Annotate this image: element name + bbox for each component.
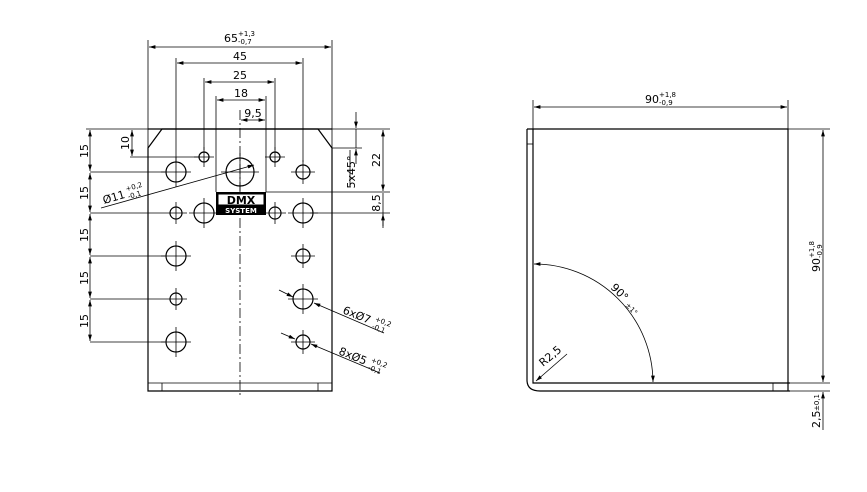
svg-text:10: 10 [119, 136, 132, 150]
svg-text:15: 15 [78, 271, 91, 285]
dim-thickness: 2,5 [810, 411, 823, 429]
svg-text:+1,3: +1,3 [238, 30, 255, 38]
holes [161, 147, 318, 357]
svg-text:6xØ7: 6xØ7 [341, 304, 373, 327]
right-dimensions: 5x45° 22 8,5 6xØ7 +0,2 -0,1 8xØ5 +0,2 -0… [266, 112, 392, 376]
svg-text:DMX: DMX [227, 194, 256, 207]
svg-text:SYSTEM: SYSTEM [225, 207, 257, 215]
svg-text:8,5: 8,5 [370, 194, 383, 212]
svg-text:-0,9: -0,9 [816, 244, 824, 258]
svg-text:+1,8: +1,8 [659, 91, 676, 99]
dim-45: 45 [233, 50, 247, 63]
svg-text:±1°: ±1° [623, 301, 638, 316]
angle-arc [533, 262, 655, 383]
dim-65: 65 [224, 32, 238, 45]
front-view: DMX SYSTEM 65 +1,3 -0,7 45 25 18 9,5 [78, 30, 392, 396]
dim-radius: R2,5 [537, 343, 565, 369]
svg-text:8xØ5: 8xØ5 [337, 345, 369, 368]
dim-9-5: 9,5 [244, 107, 262, 120]
svg-text:90°: 90° [608, 281, 631, 304]
svg-text:22: 22 [370, 153, 383, 167]
hole-main-leader [100, 164, 255, 209]
svg-text:15: 15 [78, 186, 91, 200]
svg-text:5x45°: 5x45° [345, 155, 358, 188]
svg-text:+1,8: +1,8 [808, 241, 816, 258]
svg-text:-0,7: -0,7 [238, 38, 252, 46]
side-view: 90 +1,8 -0,9 90 +1,8 -0,9 2,5 ±0,1 90° ±… [526, 91, 830, 430]
dim-25: 25 [233, 69, 247, 82]
bracket-profile [526, 128, 790, 392]
svg-text:±0,1: ±0,1 [813, 394, 821, 411]
svg-text:15: 15 [78, 314, 91, 328]
svg-text:-0,1: -0,1 [127, 189, 142, 200]
left-dimensions: 15 15 15 15 15 10 Ø11 +0,2 -0,1 [78, 128, 255, 343]
holes-5-leader [310, 343, 381, 374]
dim-width-90: 90 [645, 93, 659, 106]
dmx-logo: DMX SYSTEM [216, 192, 266, 215]
dim-height-90: 90 [810, 258, 823, 272]
svg-text:-0,9: -0,9 [659, 99, 673, 107]
top-dimensions: 65 +1,3 -0,7 45 25 18 9,5 [147, 30, 333, 192]
svg-text:15: 15 [78, 228, 91, 242]
holes-7-leader [313, 302, 385, 334]
svg-text:Ø11: Ø11 [101, 188, 126, 207]
dim-18: 18 [234, 87, 248, 100]
svg-text:15: 15 [78, 144, 91, 158]
